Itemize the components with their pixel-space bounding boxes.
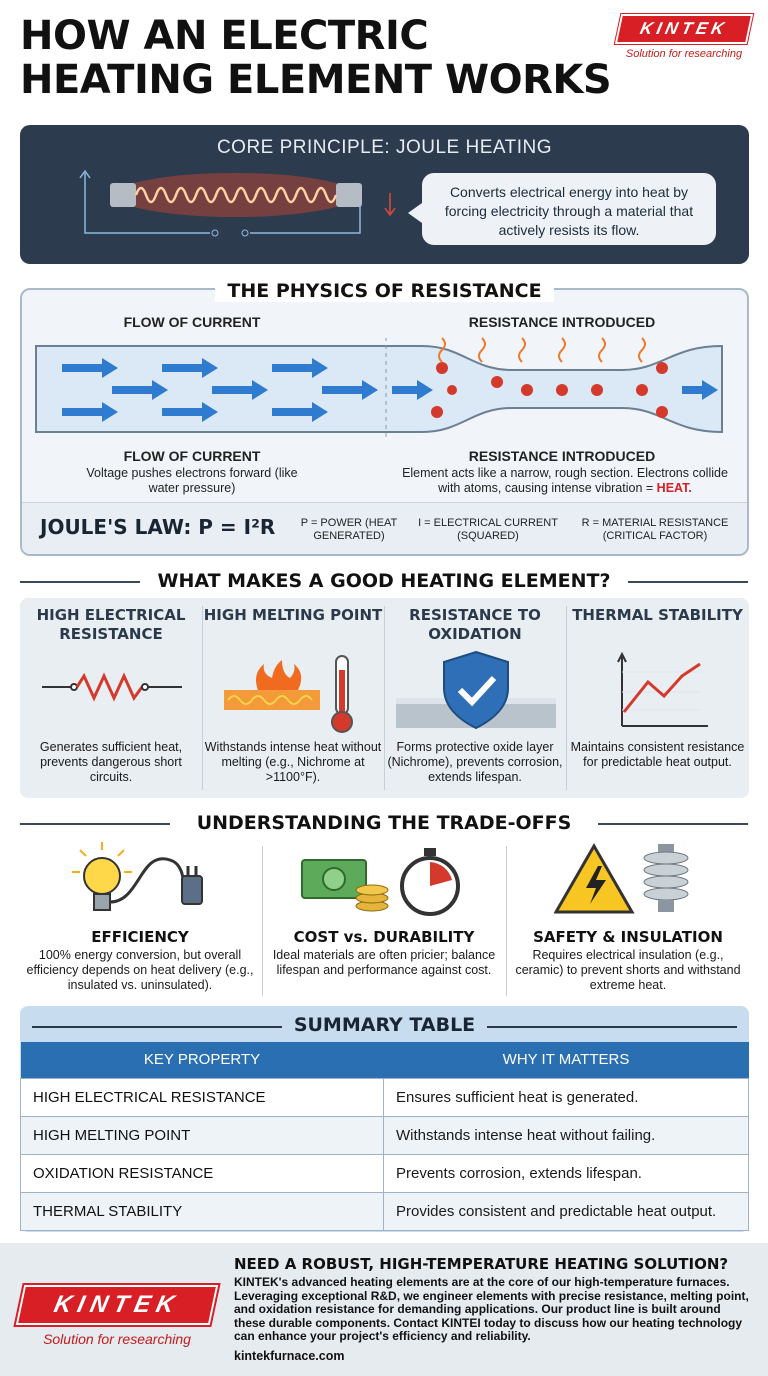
table-cell-property: HIGH MELTING POINT [20, 1115, 384, 1155]
property-title: RESISTANCE TO OXIDATION [409, 606, 541, 643]
footer-tagline: Solution for researching [43, 1331, 191, 1347]
summary-table: KEY PROPERTY WHY IT MATTERS HIGH ELECTRI… [20, 1042, 749, 1231]
property-description: Forms protective oxide layer (Nichrome),… [387, 740, 563, 784]
heat-highlight: HEAT. [656, 481, 692, 495]
table-row: HIGH ELECTRICAL RESISTANCE Ensures suffi… [20, 1077, 749, 1117]
flow-description: Voltage pushes electrons forward (like w… [86, 466, 298, 495]
warning-insulator-icon [554, 842, 689, 914]
current-definition: I = ELECTRICAL CURRENT (SQUARED) [418, 517, 558, 542]
bulb-plug-icon [72, 842, 203, 911]
flow-caption-top: FLOW OF CURRENT [123, 314, 261, 330]
column-header-why: WHY IT MATTERS [383, 1042, 749, 1078]
money-stopwatch-icon [301, 848, 460, 916]
brand-logo[interactable]: KINTEK Solution for researching [613, 13, 755, 60]
resistor-icon [42, 672, 182, 702]
power-definition: P = POWER (HEAT GENERATED) [300, 517, 398, 542]
footer-website-link[interactable]: kintekfurnace.com [234, 1349, 345, 1363]
property-oxidation: RESISTANCE TO OXIDATION Forms protective… [384, 598, 566, 798]
tradeoff-description: Ideal materials are often pricier; balan… [272, 948, 496, 977]
property-title: HIGH ELECTRICAL RESISTANCE [36, 606, 186, 643]
tradeoff-description: Requires electrical insulation (e.g., ce… [515, 948, 741, 992]
footer-heading: NEED A ROBUST, HIGH-TEMPERATURE HEATING … [234, 1255, 729, 1273]
table-cell-property: OXIDATION RESISTANCE [20, 1153, 384, 1193]
flame-thermometer-icon [224, 655, 353, 733]
line-graph-icon [617, 652, 708, 727]
table-cell-property: THERMAL STABILITY [20, 1191, 384, 1231]
title-line-2: HEATING ELEMENT WORKS [20, 57, 612, 103]
property-thermal-stability: THERMAL STABILITY Maintains consistent r… [566, 598, 749, 798]
tradeoff-description: 100% energy conversion, but overall effi… [26, 948, 254, 992]
core-title: CORE PRINCIPLE: JOULE HEATING [216, 137, 553, 158]
title-line-1: HOW AN ELECTRIC [20, 13, 429, 59]
property-title: THERMAL STABILITY [572, 606, 743, 624]
kintek-logo: KINTEK [13, 1283, 221, 1327]
summary-table-panel: SUMMARY TABLE KEY PROPERTY WHY IT MATTER… [20, 1006, 749, 1232]
page-title: HOW AN ELECTRIC HEATING ELEMENT WORKS [20, 14, 760, 102]
column-header-property: KEY PROPERTY [20, 1042, 384, 1078]
good-title: WHAT MAKES A GOOD HEATING ELEMENT? [157, 570, 611, 592]
tradeoff-cost: COST vs. DURABILITY Ideal materials are … [264, 840, 504, 1000]
summary-title: SUMMARY TABLE [20, 1014, 749, 1036]
footer-cta: KINTEK Solution for researching NEED A R… [0, 1243, 768, 1376]
tradeoff-title: EFFICIENCY [91, 928, 189, 946]
trade-title: UNDERSTANDING THE TRADE-OFFS [196, 812, 572, 834]
tradeoff-title: COST vs. DURABILITY [293, 928, 475, 946]
core-speech-bubble: Converts electrical energy into heat by … [408, 173, 716, 245]
flow-caption-bottom: FLOW OF CURRENT [123, 448, 261, 464]
heating-coil-circuit-icon [79, 169, 396, 237]
table-cell-why: Withstands intense heat without failing. [383, 1115, 749, 1155]
table-cell-why: Prevents corrosion, extends lifespan. [383, 1153, 749, 1193]
table-row: OXIDATION RESISTANCE Prevents corrosion,… [20, 1153, 749, 1193]
property-description: Withstands intense heat without melting … [204, 740, 382, 784]
table-cell-why: Ensures sufficient heat is generated. [383, 1077, 749, 1117]
property-melting-point: HIGH MELTING POINT Withstands intense he… [202, 598, 384, 798]
property-title: HIGH MELTING POINT [203, 606, 383, 624]
tradeoff-safety: SAFETY & INSULATION Requires electrical … [508, 840, 748, 1000]
tradeoff-title: SAFETY & INSULATION [533, 928, 723, 946]
table-row: HIGH MELTING POINT Withstands intense he… [20, 1115, 749, 1155]
footer-logo[interactable]: KINTEK Solution for researching [13, 1283, 221, 1347]
table-row: THERMAL STABILITY Provides consistent an… [20, 1191, 749, 1231]
table-cell-property: HIGH ELECTRICAL RESISTANCE [20, 1077, 384, 1117]
shield-check-icon [396, 650, 556, 730]
property-description: Generates sufficient heat, prevents dang… [39, 740, 183, 784]
resistance-caption-top: RESISTANCE INTRODUCED [468, 314, 656, 330]
tradeoff-efficiency: EFFICIENCY 100% energy conversion, but o… [20, 840, 260, 1000]
kintek-logo: KINTEK [613, 13, 755, 45]
heat-waves-icon [438, 337, 646, 363]
resistance-description: Element acts like a narrow, rough sectio… [402, 466, 728, 495]
joules-law-formula: JOULE'S LAW: P = I²R [40, 515, 276, 539]
physics-title: THE PHYSICS OF RESISTANCE [22, 280, 747, 302]
property-description: Maintains consistent resistance for pred… [570, 740, 745, 769]
table-cell-why: Provides consistent and predictable heat… [383, 1191, 749, 1231]
resistance-caption-bottom: RESISTANCE INTRODUCED [468, 448, 656, 464]
brand-tagline: Solution for researching [625, 48, 743, 60]
resistance-definition: R = MATERIAL RESISTANCE (CRITICAL FACTOR… [581, 517, 729, 542]
joules-law-bar: JOULE'S LAW: P = I²R P = POWER (HEAT GEN… [22, 502, 747, 554]
property-high-resistance: HIGH ELECTRICAL RESISTANCE Generates suf… [20, 598, 202, 798]
footer-body: KINTEK's advanced heating elements are a… [234, 1275, 749, 1343]
core-principle-panel: CORE PRINCIPLE: JOULE HEATING Converts e… [20, 125, 749, 264]
physics-panel: THE PHYSICS OF RESISTANCE FLOW OF CURREN… [20, 280, 749, 556]
good-element-panel: HIGH ELECTRICAL RESISTANCE Generates suf… [20, 598, 749, 798]
pipe-flow-diagram [35, 338, 723, 438]
